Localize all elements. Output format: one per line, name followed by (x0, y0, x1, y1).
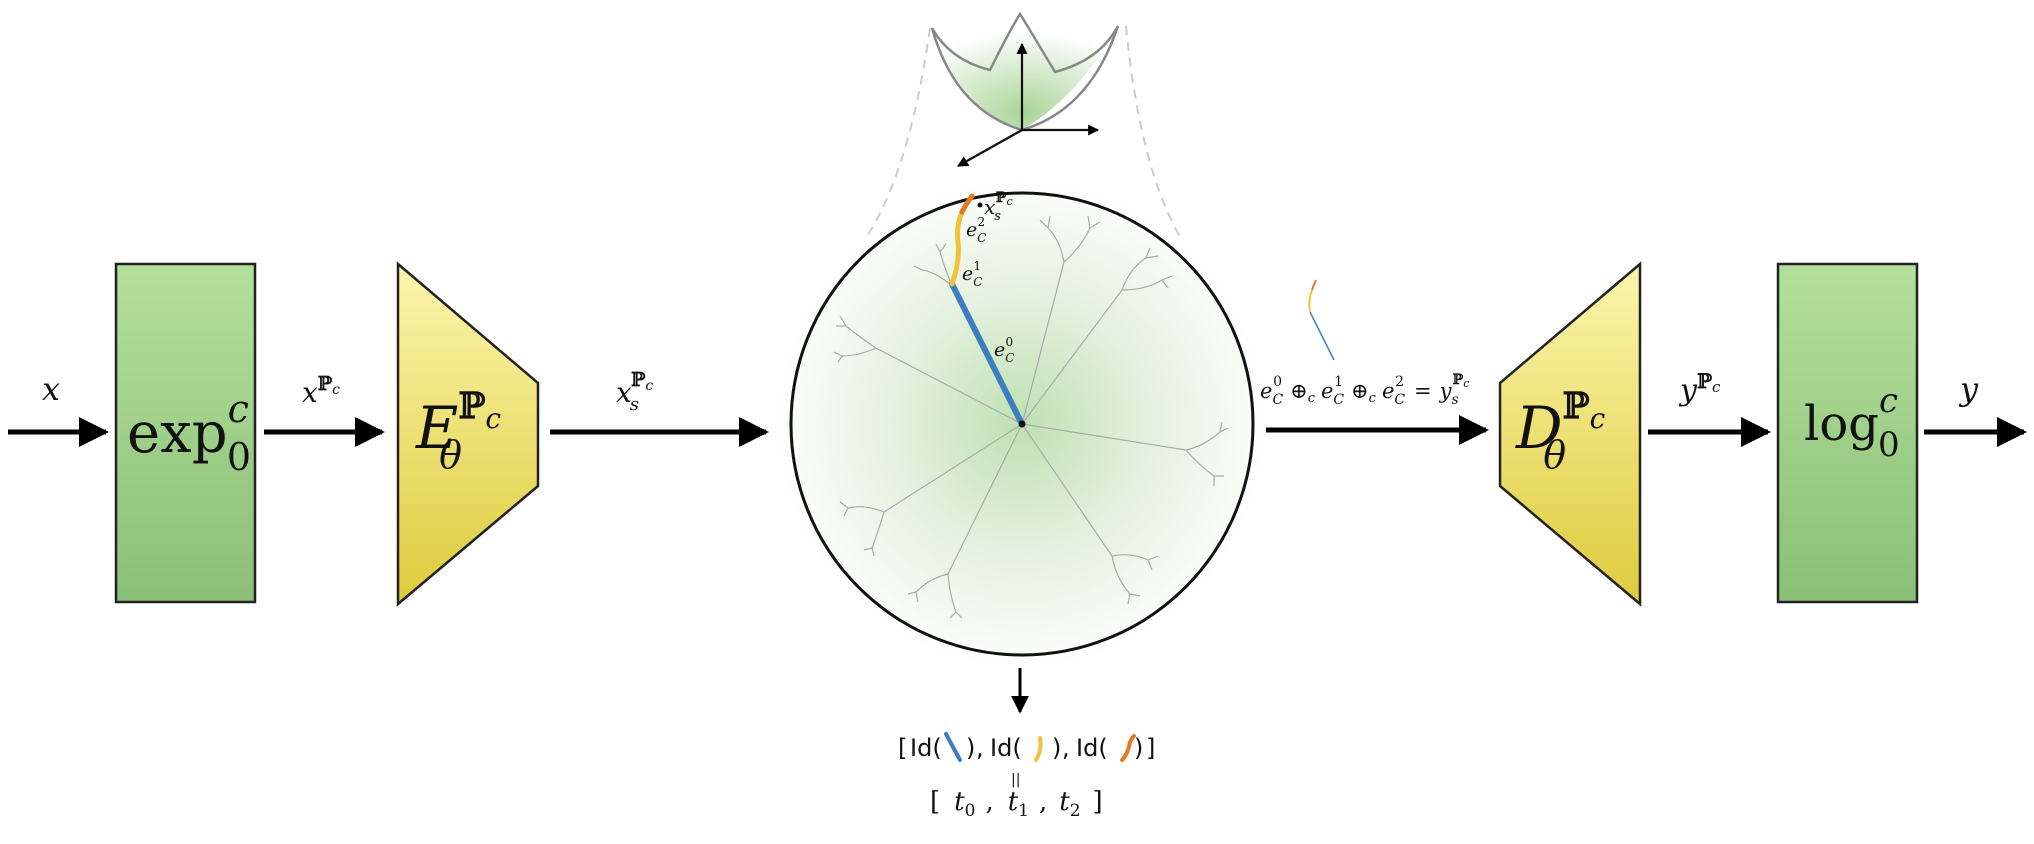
id-glyph-yellow (1034, 736, 1043, 762)
e1-label: eC1 (962, 259, 982, 289)
decoder-block (1498, 261, 1642, 607)
id-comma-1: , (1062, 734, 1070, 762)
id-label-0: Id( (910, 734, 942, 762)
id-close-0: ) (966, 734, 975, 762)
id-close-1: ) (1052, 734, 1061, 762)
id-glyph-blue (944, 732, 962, 762)
arrow2-label: xsℙc (616, 369, 653, 415)
id-comma-0: , (976, 734, 984, 762)
manifold-surface (932, 14, 1118, 130)
sum-glyph-e2 (1311, 279, 1317, 291)
token-list: [t0,t1,t2] (930, 787, 1103, 821)
zoom-line-right (1125, 25, 1183, 241)
zoom-line-left (865, 27, 931, 239)
manifold-inset (865, 11, 1183, 241)
id-label-2: Id( (1076, 734, 1108, 762)
id-glyph-orange (1120, 734, 1136, 762)
manifold-rim (930, 11, 1120, 74)
encoder-block (396, 261, 540, 607)
tree-branches (833, 215, 1229, 619)
id-close-2: ) (1134, 734, 1143, 762)
segment-ids: [ Id( ) , Id( ) , Id( ) ] (898, 732, 1155, 762)
ids-open: [ (898, 734, 907, 762)
e2-label: eC2 (966, 215, 986, 245)
segment-e0 (949, 281, 1025, 427)
output-label: y (1958, 370, 1979, 408)
axis-y (957, 129, 1023, 167)
point-xs-label: xsℙc (984, 190, 1013, 224)
disk-origin (1018, 420, 1026, 428)
e0-label: eC0 (994, 335, 1014, 365)
arrow4-label: yℙc (1678, 369, 1721, 408)
point-xs (977, 202, 983, 208)
log-map-block (1776, 262, 1919, 604)
sum-glyph-e0 (1309, 311, 1335, 361)
equality-sign: || (1011, 772, 1020, 788)
arrow1-label: xℙc (302, 373, 340, 409)
segment-e1 (949, 209, 965, 287)
input-label: x (42, 370, 60, 408)
sum-glyph-e1 (1308, 289, 1313, 313)
segment-e2 (959, 193, 975, 215)
ids-end: ] (1146, 734, 1155, 762)
id-label-1: Id( (990, 734, 1022, 762)
exp-map-block (114, 262, 257, 604)
